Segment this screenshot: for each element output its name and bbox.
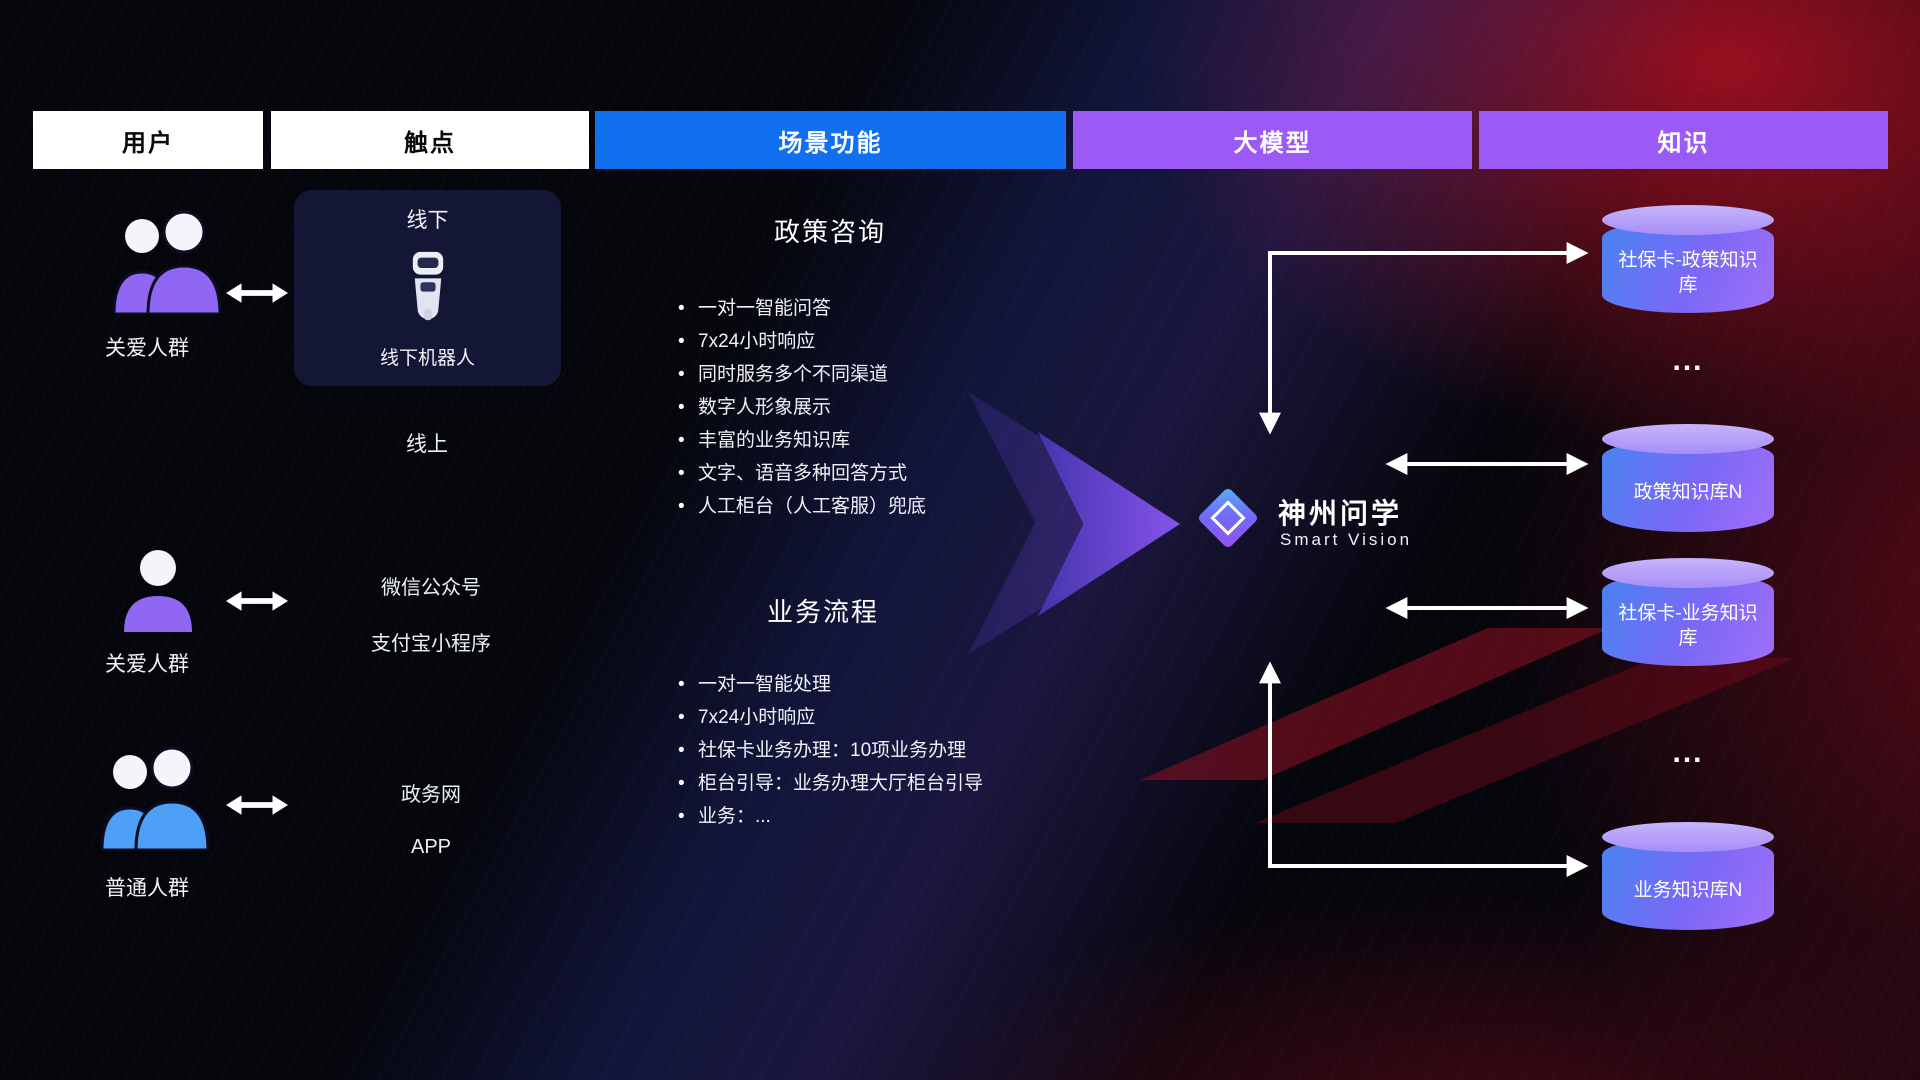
ellipsis-more-dbs: ...	[1672, 344, 1704, 377]
touchpoint-govweb: 政务网	[401, 784, 461, 806]
header-touchpoints: 触点	[271, 111, 589, 169]
database-cylinder-policy-n: 政策知识库N	[1602, 424, 1774, 532]
double-arrow-icon	[226, 792, 288, 818]
cylinder-body	[1602, 220, 1774, 313]
bullet-item: 文字、语音多种回答方式	[678, 457, 926, 490]
user-group-label-2: 关爱人群	[105, 653, 189, 676]
db-label: 社保卡-业务知识库	[1618, 603, 1758, 649]
header-scenario-functions: 场景功能	[595, 111, 1066, 169]
bullet-item: 7x24小时响应	[678, 325, 926, 358]
cylinder-cap	[1602, 205, 1774, 235]
database-cylinder-policy-ssc: 社保卡-政策知识库	[1602, 205, 1774, 313]
header-users: 用户	[33, 111, 263, 169]
user-group-label-1: 关爱人群	[105, 337, 189, 360]
diamond-logo-icon	[1192, 482, 1264, 554]
online-title: 线上	[406, 433, 448, 456]
scenario-title-policy: 政策咨询	[773, 217, 886, 247]
database-cylinder-business-ssc: 社保卡-业务知识库	[1602, 558, 1774, 666]
business-bullet-list: 一对一智能处理 7x24小时响应 社保卡业务办理：10项业务办理 柜台引导：业务…	[678, 668, 983, 833]
db-label: 社保卡-政策知识库	[1618, 250, 1758, 296]
touchpoint-app: APP	[410, 836, 452, 858]
bullet-item: 同时服务多个不同渠道	[678, 358, 926, 391]
touchpoint-alipay: 支付宝小程序	[371, 633, 491, 655]
cylinder-cap	[1602, 424, 1774, 454]
bullet-item: 业务：...	[678, 800, 983, 833]
bullet-item: 一对一智能问答	[678, 292, 926, 325]
bullet-item: 数字人形象展示	[678, 391, 926, 424]
robot-label: 线下机器人	[379, 348, 475, 369]
robot-icon	[403, 250, 453, 327]
policy-bullet-list: 一对一智能问答 7x24小时响应 同时服务多个不同渠道 数字人形象展示 丰富的业…	[678, 292, 926, 523]
header-knowledge: 知识	[1479, 111, 1888, 169]
offline-robot-card: 线下 线下机器人	[294, 190, 561, 386]
group-users-blue-icon	[88, 746, 220, 852]
scenario-title-business: 业务流程	[766, 597, 879, 627]
bullet-item: 7x24小时响应	[678, 701, 983, 734]
model-name: 神州问学	[1278, 498, 1403, 529]
bullet-item: 一对一智能处理	[678, 668, 983, 701]
ellipsis-more-dbs: ...	[1672, 736, 1704, 769]
single-user-purple-icon	[120, 548, 196, 632]
bullet-item: 丰富的业务知识库	[678, 424, 926, 457]
double-arrow-icon	[226, 280, 288, 306]
bullet-item: 柜台引导：业务办理大厅柜台引导	[678, 767, 983, 800]
cylinder-cap	[1602, 558, 1774, 588]
background-red-chevron-1	[1140, 628, 1610, 780]
cylinder-cap	[1602, 822, 1774, 852]
cylinder-body	[1602, 837, 1774, 930]
user-group-label-3: 普通人群	[105, 877, 189, 900]
bullet-item: 社保卡业务办理：10项业务办理	[678, 734, 983, 767]
offline-title: 线下	[406, 209, 449, 232]
db-label: 政策知识库N	[1633, 481, 1743, 503]
header-large-model: 大模型	[1073, 111, 1472, 169]
touchpoint-wechat: 微信公众号	[381, 577, 481, 599]
cylinder-body	[1602, 573, 1774, 666]
double-arrow-icon	[226, 588, 288, 614]
db-label: 业务知识库N	[1633, 879, 1743, 901]
model-subtitle: Smart Vision	[1280, 530, 1413, 549]
cylinder-body	[1602, 439, 1774, 532]
group-users-purple-icon	[100, 210, 232, 316]
bullet-item: 人工柜台（人工客服）兜底	[678, 490, 926, 523]
database-cylinder-business-n: 业务知识库N	[1602, 822, 1774, 930]
